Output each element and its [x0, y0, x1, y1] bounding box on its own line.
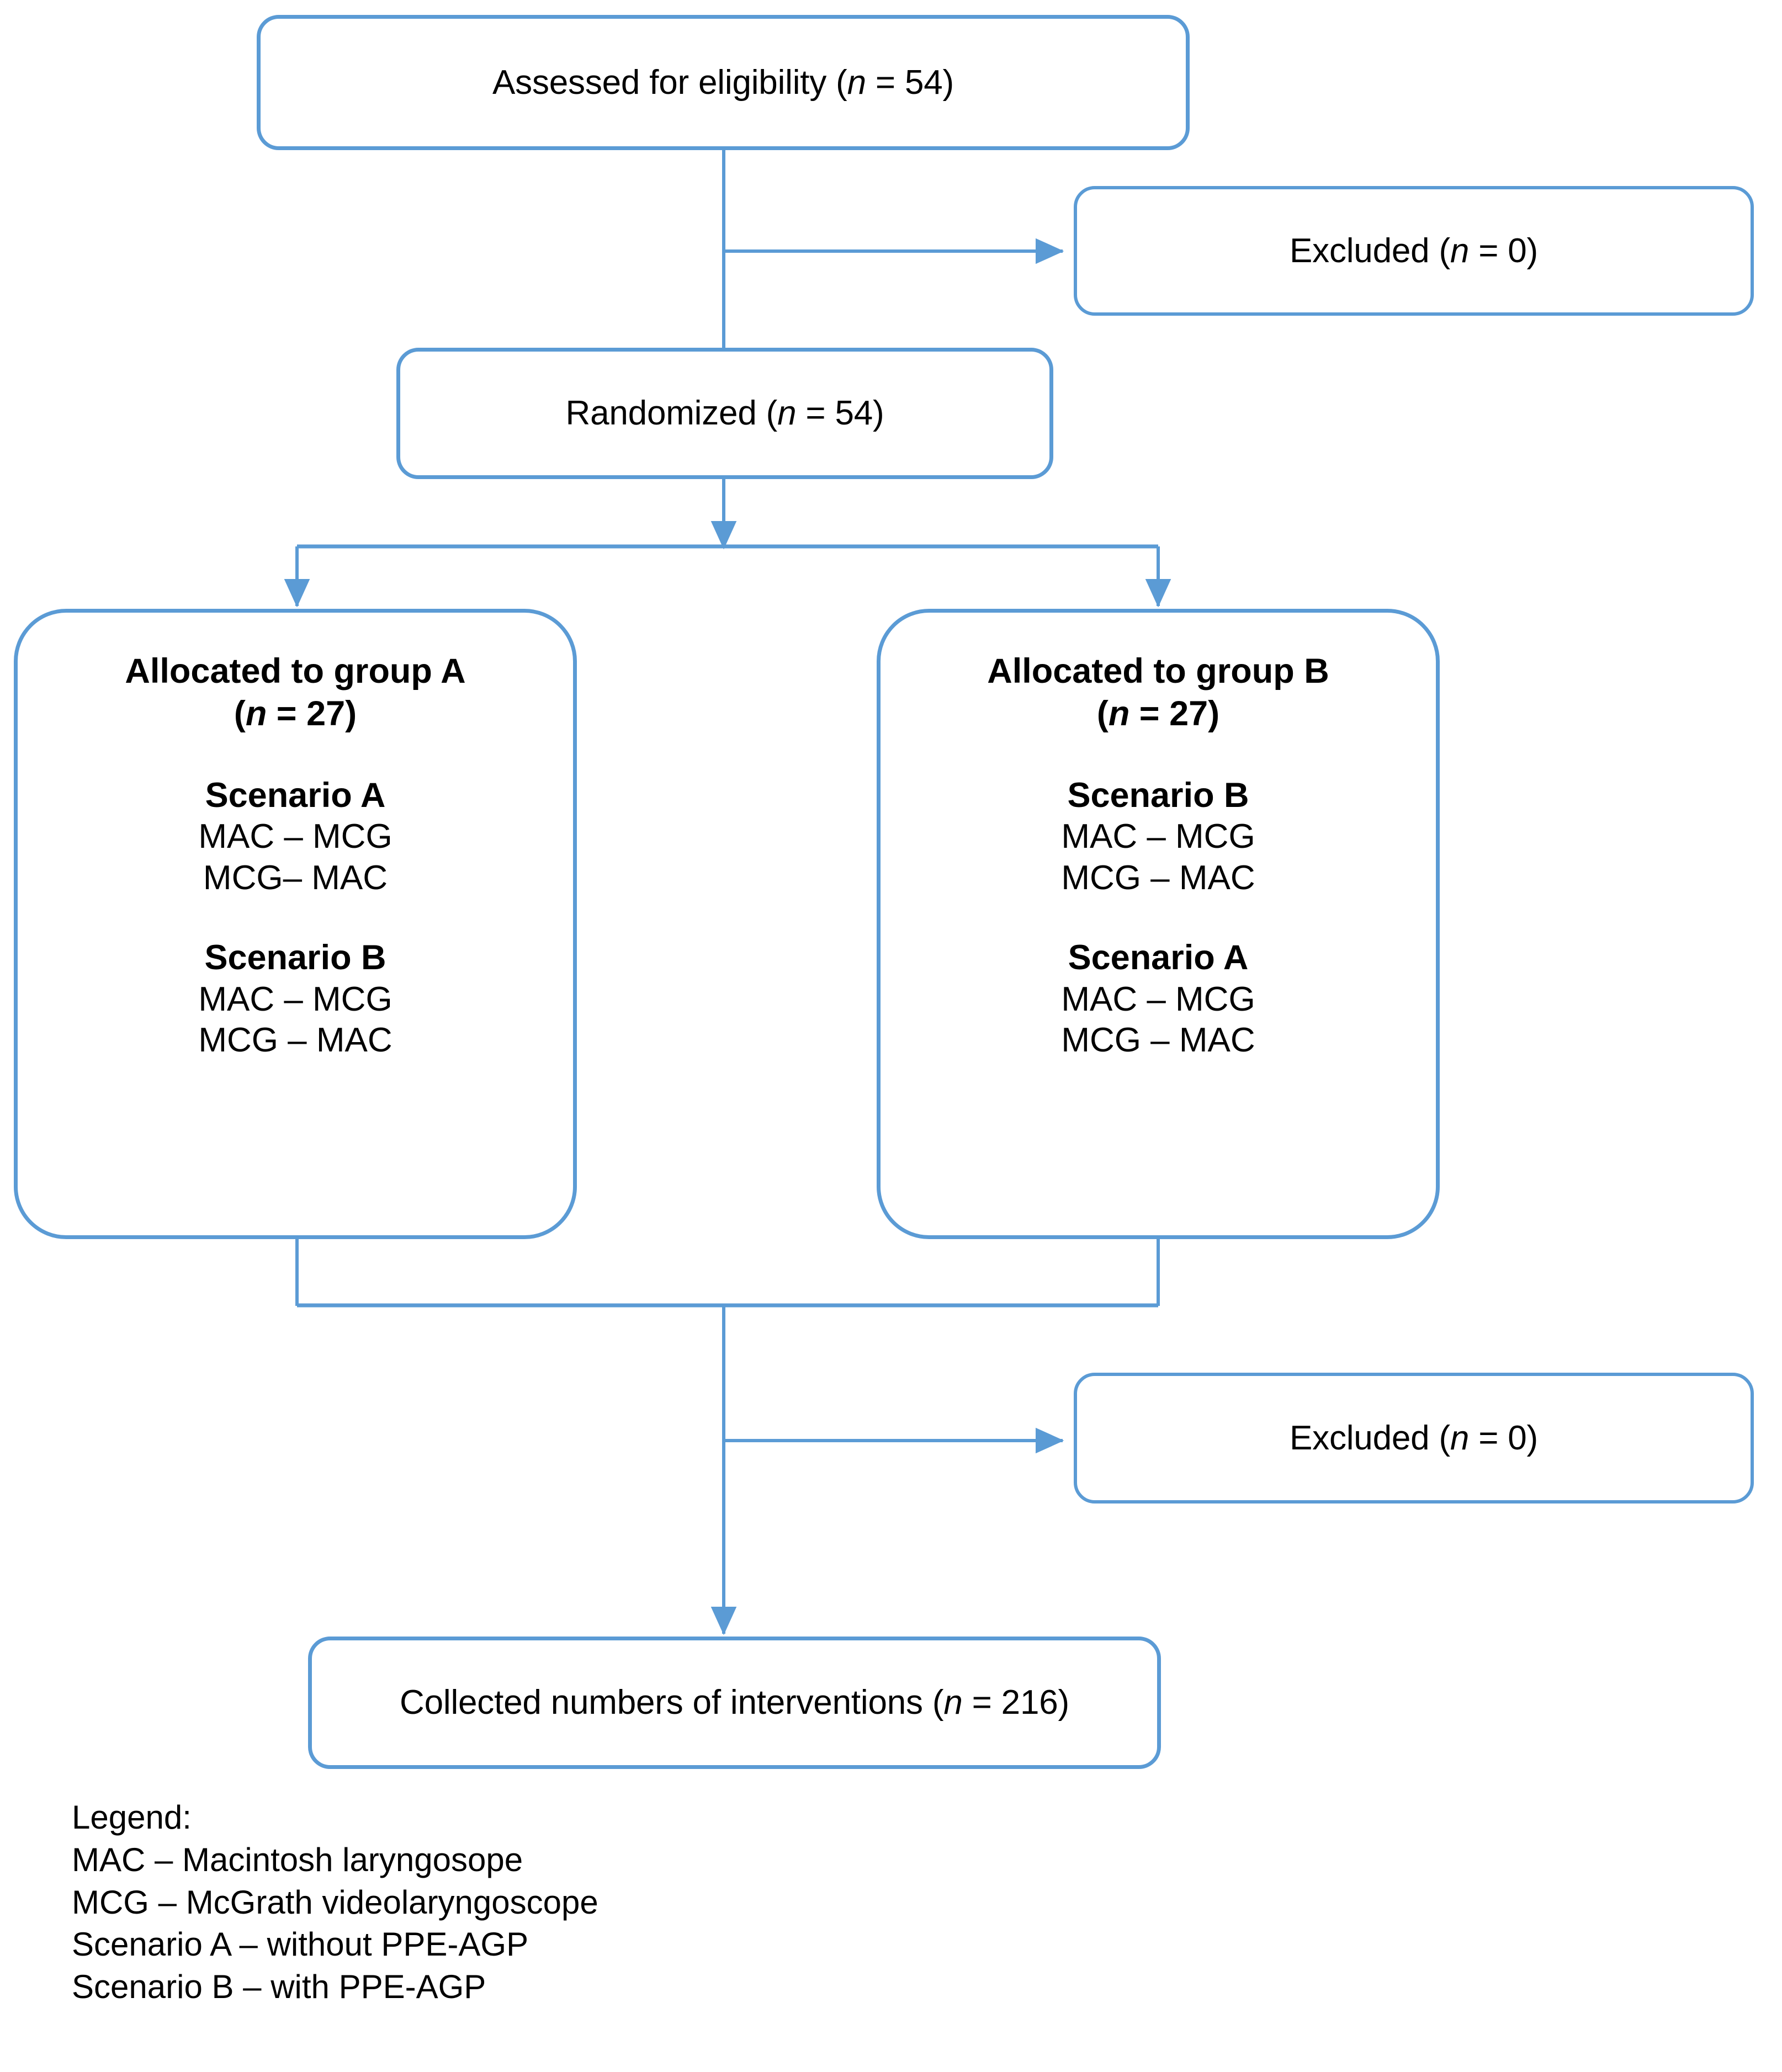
group-b-block-2-line-1: MAC – MCG — [1061, 980, 1255, 1018]
group-a-count: (n = 27) — [234, 693, 357, 735]
excluded-bottom-n-value: = 0) — [1469, 1418, 1539, 1457]
legend-entry-mcg: MCG – McGrath videolaryngoscope — [72, 1883, 598, 1921]
group-a-block-1-line-2: MCG– MAC — [203, 858, 388, 897]
group-b-block-2-line-2: MCG – MAC — [1061, 1021, 1255, 1060]
excluded-bottom-n-symbol: n — [1450, 1418, 1470, 1457]
assessed-n-value: = 54) — [866, 63, 954, 102]
node-collected-text: Collected numbers of interventions (n = … — [400, 1683, 1069, 1722]
node-assessed-text: Assessed for eligibility (n = 54) — [492, 63, 954, 102]
node-assessed-for-eligibility: Assessed for eligibility (n = 54) — [257, 15, 1190, 150]
randomized-label: Randomized ( — [565, 394, 778, 433]
group-b-block-1-line-1: MAC – MCG — [1061, 817, 1255, 856]
collected-label: Collected numbers of interventions ( — [400, 1683, 944, 1722]
collected-n-symbol: n — [943, 1683, 963, 1722]
legend-entry-scenario-b: Scenario B – with PPE-AGP — [72, 1968, 486, 2006]
node-allocated-group-b: Allocated to group B (n = 27) Scenario B… — [877, 609, 1440, 1239]
group-a-block-2-title: Scenario B — [204, 938, 386, 977]
node-allocated-group-a: Allocated to group A (n = 27) Scenario A… — [14, 609, 577, 1239]
legend: Legend: MAC – Macintosh laryngosope MCG … — [72, 1797, 1065, 2009]
group-b-count-open: ( — [1096, 694, 1109, 733]
assessed-label: Assessed for eligibility ( — [492, 63, 847, 102]
assessed-n-symbol: n — [847, 63, 866, 102]
node-excluded-top: Excluded (n = 0) — [1074, 186, 1754, 316]
group-b-block-2-title: Scenario A — [1068, 938, 1249, 977]
group-a-count-open: ( — [234, 694, 246, 733]
excluded-top-n-symbol: n — [1450, 231, 1470, 270]
excluded-bottom-label: Excluded ( — [1289, 1418, 1450, 1457]
node-excluded-bottom: Excluded (n = 0) — [1074, 1373, 1754, 1503]
collected-n-value: = 216) — [962, 1683, 1070, 1722]
node-excluded-top-text: Excluded (n = 0) — [1290, 231, 1538, 270]
excluded-top-n-value: = 0) — [1469, 231, 1539, 270]
randomized-n-symbol: n — [777, 394, 797, 433]
node-excluded-bottom-text: Excluded (n = 0) — [1290, 1418, 1538, 1458]
group-a-block-2-line-2: MCG – MAC — [198, 1021, 393, 1060]
group-a-block-2-line-1: MAC – MCG — [198, 980, 393, 1018]
group-a-heading: Allocated to group A — [125, 652, 466, 690]
legend-entry-mac: MAC – Macintosh laryngosope — [72, 1841, 523, 1878]
group-b-count: (n = 27) — [1097, 693, 1219, 735]
group-b-heading: Allocated to group B — [987, 652, 1329, 690]
node-collected-interventions: Collected numbers of interventions (n = … — [308, 1637, 1161, 1769]
group-b-block-1-title: Scenario B — [1067, 775, 1249, 815]
group-b-count-symbol: n — [1108, 694, 1130, 733]
group-a-block-1-title: Scenario A — [205, 775, 386, 815]
legend-heading: Legend: — [72, 1799, 192, 1836]
randomized-n-value: = 54) — [796, 394, 884, 433]
group-b-count-close: = 27) — [1129, 694, 1220, 733]
group-a-count-symbol: n — [245, 694, 267, 733]
excluded-top-label: Excluded ( — [1289, 231, 1450, 270]
group-a-count-close: = 27) — [267, 694, 357, 733]
node-randomized: Randomized (n = 54) — [396, 348, 1053, 479]
legend-entry-scenario-a: Scenario A – without PPE-AGP — [72, 1926, 529, 1963]
group-a-block-1-line-1: MAC – MCG — [198, 817, 393, 856]
node-randomized-text: Randomized (n = 54) — [566, 394, 884, 433]
group-b-block-1-line-2: MCG – MAC — [1061, 858, 1255, 897]
